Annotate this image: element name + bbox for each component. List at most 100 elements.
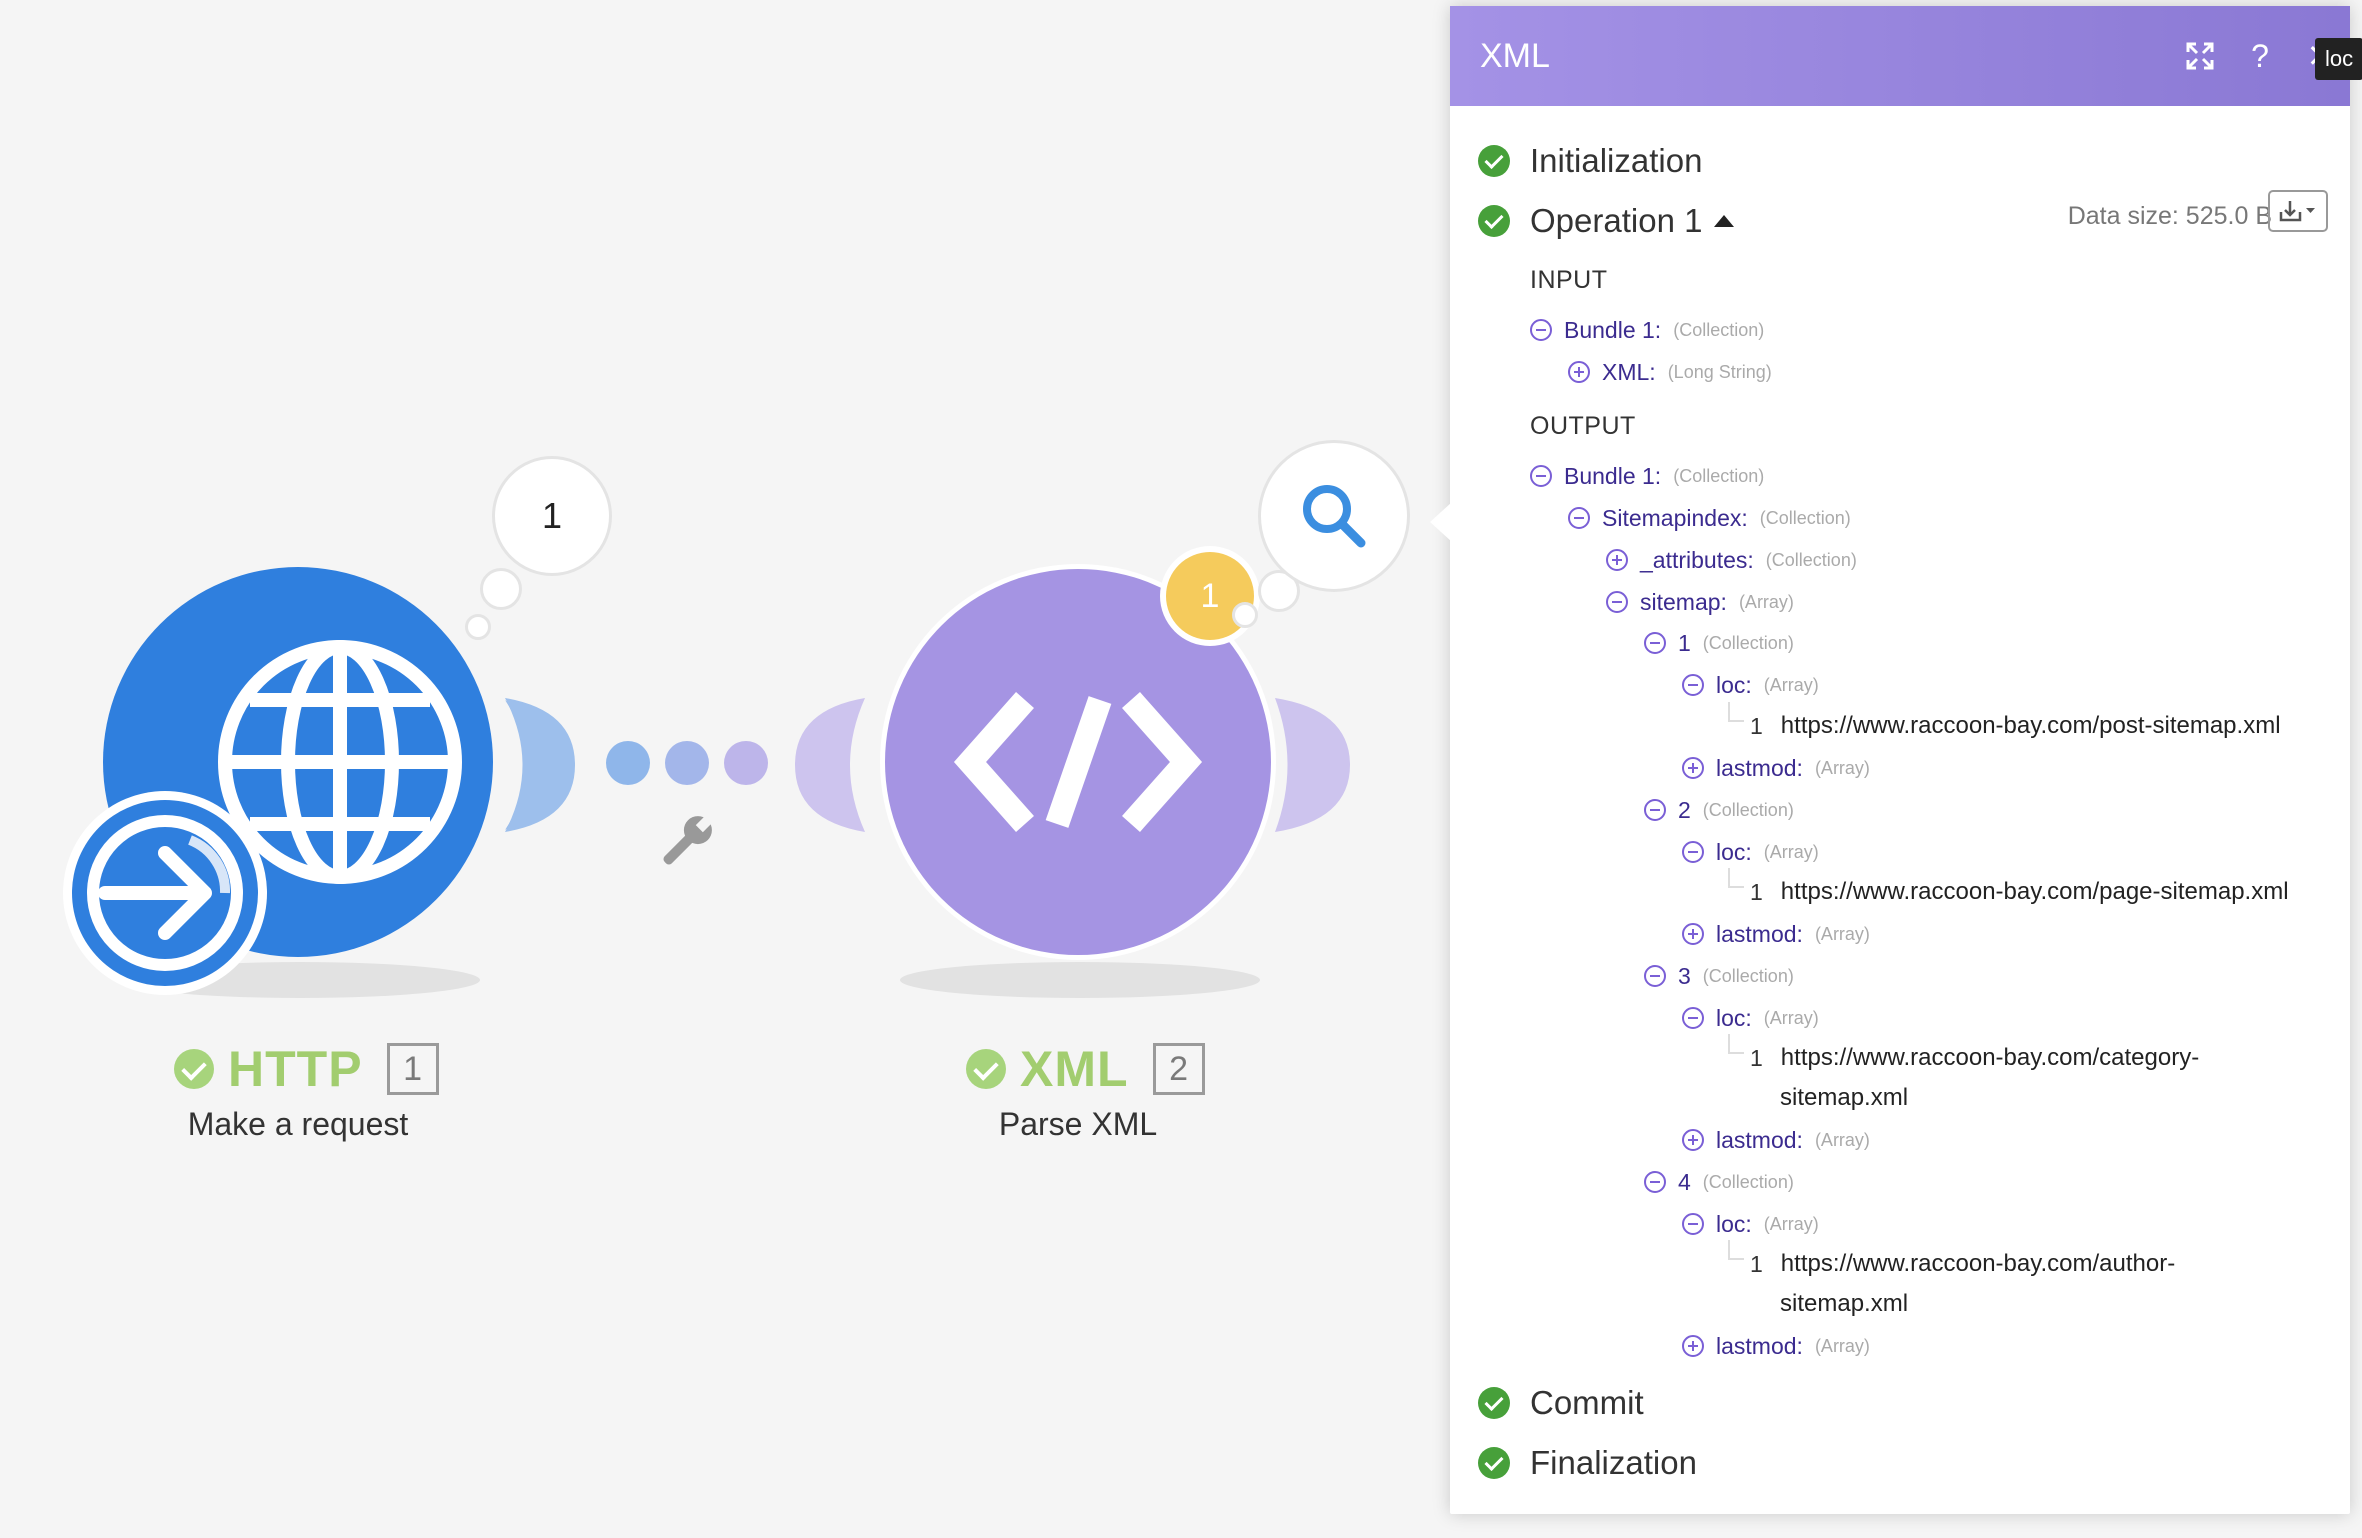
collapse-icon[interactable] bbox=[1644, 799, 1666, 821]
collapse-icon[interactable] bbox=[1682, 841, 1704, 863]
collapse-icon[interactable] bbox=[1644, 1171, 1666, 1193]
loc-value[interactable]: https://www.raccoon-bay.com/page-sitemap… bbox=[1780, 878, 2289, 905]
stage-commit[interactable]: Commit bbox=[1478, 1384, 1644, 1422]
loc-value[interactable]: https://www.raccoon-bay.com/post-sitemap… bbox=[1780, 712, 2281, 739]
stage-initialization[interactable]: Initialization bbox=[1478, 142, 1702, 180]
collapse-icon[interactable] bbox=[1568, 507, 1590, 529]
collapse-icon[interactable] bbox=[1644, 632, 1666, 654]
tree-type: (Array) bbox=[1738, 591, 1794, 612]
loc-value-row[interactable]: 1 https://www.raccoon-bay.com/page-sitem… bbox=[1750, 875, 2289, 909]
panel-title: XML bbox=[1480, 36, 1550, 75]
panel-pointer bbox=[1430, 502, 1452, 542]
tree-type: (Array) bbox=[1814, 1335, 1870, 1356]
collapse-caret-icon[interactable] bbox=[1714, 215, 1735, 227]
expand-icon bbox=[2186, 42, 2214, 70]
lastmod-row[interactable]: lastmod: (Array) bbox=[1682, 917, 1870, 951]
loc-row[interactable]: loc: (Array) bbox=[1682, 668, 1819, 702]
collapse-icon[interactable] bbox=[1606, 591, 1628, 613]
http-module-label: HTTP 1 bbox=[174, 1040, 439, 1098]
stage-label: Initialization bbox=[1530, 142, 1703, 179]
loc-value[interactable]: https://www.raccoon-bay.com/author- bbox=[1780, 1250, 2176, 1277]
expand-icon[interactable] bbox=[1682, 1335, 1704, 1357]
help-button[interactable]: ? bbox=[2240, 36, 2280, 76]
lastmod-row[interactable]: lastmod: (Array) bbox=[1682, 751, 1870, 785]
sitemap-row[interactable]: sitemap: (Array) bbox=[1606, 585, 1794, 619]
expand-icon[interactable] bbox=[1682, 757, 1704, 779]
loc-value-continued: sitemap.xml bbox=[1780, 1081, 1908, 1115]
loc-row[interactable]: loc: (Array) bbox=[1682, 1001, 1819, 1035]
sitemap-item-row[interactable]: 2 (Collection) bbox=[1644, 793, 1794, 827]
stage-operation-1[interactable]: Operation 1 bbox=[1478, 202, 1735, 240]
loc-value-row[interactable]: 1 https://www.raccoon-bay.com/author- bbox=[1750, 1247, 2175, 1281]
input-bundle-row[interactable]: Bundle 1: (Collection) bbox=[1530, 313, 1764, 347]
download-icon bbox=[2279, 201, 2315, 222]
loc-value-wrap: sitemap.xml bbox=[1780, 1084, 1909, 1111]
wrench-icon[interactable] bbox=[655, 807, 720, 872]
collapse-icon[interactable] bbox=[1682, 1007, 1704, 1029]
collapse-icon[interactable] bbox=[1530, 319, 1552, 341]
globe-icon bbox=[218, 640, 462, 884]
http-operations-bubble[interactable]: 1 bbox=[492, 456, 612, 576]
scenario-canvas[interactable]: 1 HTTP 1 Make a request 1 bbox=[0, 0, 1450, 1538]
stage-label: Commit bbox=[1530, 1384, 1644, 1421]
lastmod-row[interactable]: lastmod: (Array) bbox=[1682, 1329, 1870, 1363]
route-connection[interactable] bbox=[600, 735, 780, 885]
attributes-row[interactable]: _attributes: (Collection) bbox=[1606, 543, 1857, 577]
loc-row[interactable]: loc: (Array) bbox=[1682, 1207, 1819, 1241]
tree-type: (Array) bbox=[1763, 674, 1819, 695]
collapse-icon[interactable] bbox=[1530, 465, 1552, 487]
input-section-heading: INPUT bbox=[1530, 266, 1608, 294]
http-operations-count: 1 bbox=[541, 495, 563, 536]
tree-key: sitemap: bbox=[1640, 588, 1727, 615]
expand-icon[interactable] bbox=[1682, 1129, 1704, 1151]
xml-operations-badge[interactable]: 1 bbox=[1160, 546, 1260, 646]
input-xml-row[interactable]: XML: (Long String) bbox=[1568, 355, 1772, 389]
http-module-title: HTTP bbox=[228, 1041, 363, 1097]
collapse-icon[interactable] bbox=[1682, 1213, 1704, 1235]
sitemapindex-row[interactable]: Sitemapindex: (Collection) bbox=[1568, 501, 1851, 535]
data-size: Data size: 525.0 B bbox=[2067, 202, 2272, 230]
tree-type: (Collection) bbox=[1702, 965, 1794, 986]
collapse-icon[interactable] bbox=[1682, 674, 1704, 696]
output-section-heading: OUTPUT bbox=[1530, 412, 1636, 440]
expand-icon[interactable] bbox=[1606, 549, 1628, 571]
collapse-icon[interactable] bbox=[1644, 965, 1666, 987]
tree-key: lastmod: bbox=[1716, 754, 1803, 781]
lastmod-row[interactable]: lastmod: (Array) bbox=[1682, 1123, 1870, 1157]
success-check-icon bbox=[966, 1049, 1006, 1089]
bundle-inspector-panel: XML ? ✕ Initialization Operation 1 Data … bbox=[1450, 6, 2350, 1514]
array-index: 1 bbox=[1750, 878, 1763, 905]
http-module-subtitle: Make a request bbox=[187, 1106, 409, 1142]
download-button[interactable] bbox=[2268, 190, 2328, 232]
tree-key: loc: bbox=[1716, 671, 1752, 698]
sitemap-item-row[interactable]: 3 (Collection) bbox=[1644, 959, 1794, 993]
tree-type: (Array) bbox=[1814, 757, 1870, 778]
expand-icon[interactable] bbox=[1682, 923, 1704, 945]
tree-key: 2 bbox=[1678, 796, 1691, 823]
success-check-icon bbox=[1478, 1387, 1510, 1419]
http-module[interactable] bbox=[50, 540, 590, 1020]
xml-module[interactable] bbox=[795, 540, 1375, 1020]
expand-button[interactable] bbox=[2180, 36, 2220, 76]
stage-finalization[interactable]: Finalization bbox=[1478, 1444, 1697, 1482]
tree-type: (Array) bbox=[1814, 1129, 1870, 1150]
loc-row[interactable]: loc: (Array) bbox=[1682, 835, 1819, 869]
success-check-icon bbox=[1478, 145, 1510, 177]
tree-type: (Array) bbox=[1763, 1007, 1819, 1028]
inspect-bubble[interactable] bbox=[1258, 440, 1410, 592]
tree-key: XML: bbox=[1602, 358, 1656, 385]
sitemap-item-row[interactable]: 1 (Collection) bbox=[1644, 626, 1794, 660]
loc-value-row[interactable]: 1 https://www.raccoon-bay.com/post-sitem… bbox=[1750, 709, 2281, 743]
magnifier-icon bbox=[1303, 485, 1366, 548]
tree-key: loc: bbox=[1716, 1004, 1752, 1031]
success-check-icon bbox=[1478, 1447, 1510, 1479]
tree-type: (Long String) bbox=[1667, 361, 1772, 382]
http-module-number: 1 bbox=[386, 1043, 439, 1095]
stage-label: Finalization bbox=[1530, 1444, 1697, 1481]
output-bundle-row[interactable]: Bundle 1: (Collection) bbox=[1530, 459, 1764, 493]
expand-icon[interactable] bbox=[1568, 361, 1590, 383]
sitemap-item-row[interactable]: 4 (Collection) bbox=[1644, 1165, 1794, 1199]
loc-value-row[interactable]: 1 https://www.raccoon-bay.com/category- bbox=[1750, 1041, 2199, 1075]
tree-key: lastmod: bbox=[1716, 920, 1803, 947]
loc-value[interactable]: https://www.raccoon-bay.com/category- bbox=[1780, 1044, 2200, 1071]
